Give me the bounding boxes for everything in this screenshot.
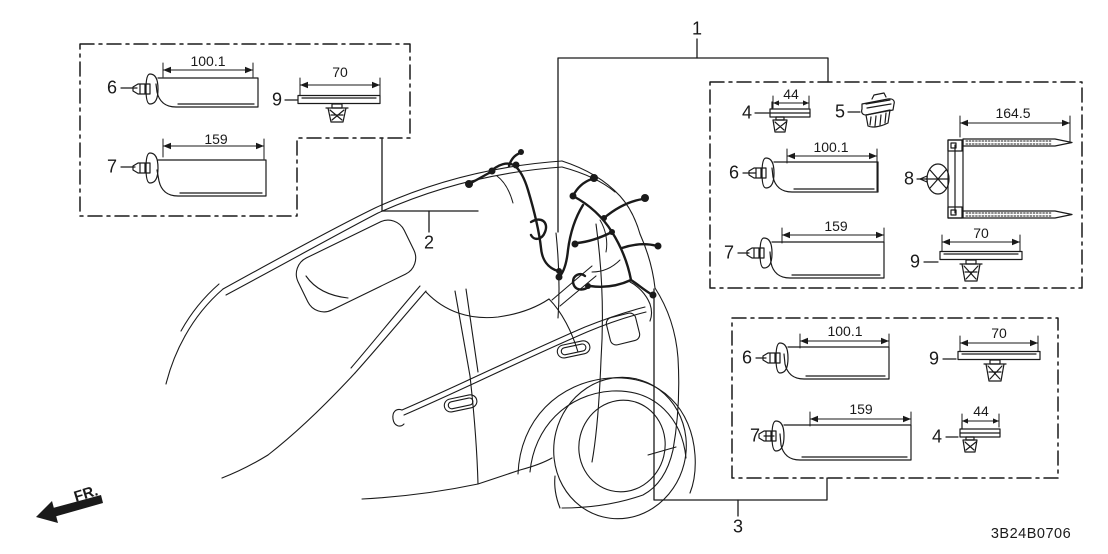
clip-6-topleft: [120, 73, 259, 108]
item-8-ref-right: 8: [903, 168, 915, 189]
right-clip-box-border: [709, 81, 1083, 289]
dim-159-topleft: 159: [204, 131, 228, 147]
clip-7-bottomright: [758, 420, 912, 461]
callout-2-label: 2: [423, 232, 435, 253]
item-4-ref-right: 4: [741, 102, 753, 123]
item-6-ref-bottomright: 6: [741, 347, 753, 368]
clip-4-bottomright: [945, 421, 1001, 453]
clip-9-bottomright: [942, 350, 1041, 382]
vehicle-outline: [165, 160, 696, 520]
top-left-clip-box-border: [79, 43, 411, 217]
clip-5-right: [847, 92, 895, 128]
clip-9-right: [923, 250, 1023, 282]
item-4-ref-bottomright: 4: [931, 426, 943, 447]
dim-70-right: 70: [973, 225, 989, 241]
diagram-code: 3B24B0706: [990, 526, 1072, 542]
main-harness-drawing: [555, 174, 662, 299]
fr-direction-arrow: [36, 495, 103, 523]
dimension-lines: [162, 62, 1071, 460]
dim-70-topleft: 70: [332, 64, 348, 80]
item-5-ref-right: 5: [834, 101, 846, 122]
clip-6-bottomright: [755, 342, 890, 380]
callout-3-label: 3: [732, 516, 744, 537]
clip-8-right: [916, 138, 1073, 219]
callout-2-bracket: [381, 138, 479, 233]
dim-100-1-bottomright: 100.1: [827, 323, 863, 339]
clip-7-right: [737, 237, 885, 279]
clip-4-right: [754, 101, 811, 133]
dim-44-bottomright: 44: [973, 403, 989, 419]
callout-1-label: 1: [691, 18, 703, 39]
callout-3-bracket: [653, 288, 828, 517]
dim-159-right: 159: [824, 218, 848, 234]
dim-164-5-right: 164.5: [995, 105, 1031, 121]
roof-harness-drawing: [465, 149, 562, 274]
item-7-ref-topleft: 7: [106, 156, 118, 177]
item-9-ref-right: 9: [909, 251, 921, 272]
clip-7-topleft: [120, 152, 267, 197]
item-9-ref-bottomright: 9: [928, 348, 940, 369]
item-6-ref-topleft: 6: [106, 77, 118, 98]
clip-6-right: [742, 157, 879, 193]
item-7-ref-right: 7: [723, 242, 735, 263]
item-7-ref-bottomright: 7: [749, 425, 761, 446]
clip-9-topleft: [284, 94, 381, 123]
item-9-ref-topleft: 9: [271, 89, 283, 110]
item-6-ref-right: 6: [728, 162, 740, 183]
callout-1-bracket: [557, 38, 829, 233]
dim-70-bottomright: 70: [991, 325, 1007, 341]
rear-door-handle: [556, 340, 591, 359]
dim-100-1-topleft: 100.1: [190, 53, 226, 69]
bottom-right-clip-box-border: [731, 317, 1059, 479]
front-door-handle: [443, 394, 478, 413]
dim-159-bottomright: 159: [849, 401, 873, 417]
dim-44-right: 44: [783, 86, 799, 102]
dim-100-1-right: 100.1: [813, 139, 849, 155]
